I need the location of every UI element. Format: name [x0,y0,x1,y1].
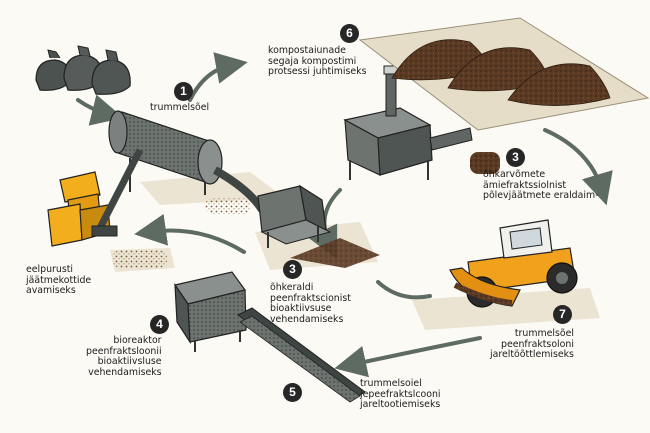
fine-fraction-pile [290,238,380,268]
step-label: trummelsõel peenfraktsoloni jareltöõttle… [490,328,574,360]
step-label: õhkarvõmete ämiefraktssiolnist põlevjäät… [483,169,599,201]
step-badge: 3 [283,260,302,279]
conveyor-belt-icon [237,307,366,403]
pre-shredder-icon [47,148,144,247]
step-badge: 7 [553,305,572,324]
waste-bags-icon [35,45,131,95]
flow-arrows [76,52,613,378]
step-badge: 5 [283,383,302,402]
light-fraction-spill [205,198,250,214]
step-label: kompostaiunade segaja kompostimi protses… [268,45,367,77]
step-badge: 4 [150,315,169,334]
compost-windrows-icon [358,17,650,131]
compost-mixer-icon [343,65,473,180]
wheel-loader-icon [449,219,578,308]
separated-fraction-spill [470,152,500,174]
step-badge: 6 [340,24,359,43]
step-badge: 1 [174,82,193,101]
step-label: trummelsoiel jepeefraktslcooni jareltoot… [360,378,441,410]
intro-label: eelpurusti jäätmekottide avamiseks [26,264,92,296]
bioreactor-icon [174,271,247,352]
step-label: trummelsõel [150,102,210,113]
air-separator-icon [257,184,332,248]
step-label: õhkeraldi peenfraktscionist bioaktiivsus… [270,282,351,325]
step-badge: 3 [506,148,525,167]
step-label: bioreaktor peenfraktsloonii bioaktiivslu… [86,335,162,378]
shredded-material-pile [112,250,167,268]
